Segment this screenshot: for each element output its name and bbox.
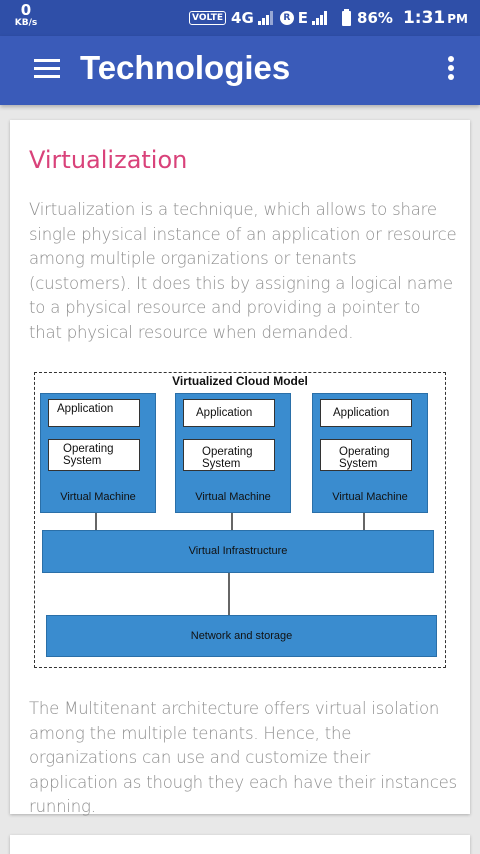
network-storage-bar: Network and storage [46, 615, 437, 657]
virtual-infrastructure-bar: Virtual Infrastructure [42, 530, 434, 573]
article-paragraph-1: Virtualization is a technique, which all… [29, 200, 457, 342]
clock-ampm: PM [447, 12, 468, 26]
connector-line [228, 573, 230, 615]
virtual-machine-label: Virtual Machine [195, 491, 271, 503]
clock-time: 1:31 [402, 8, 446, 28]
article-title: Virtualization [29, 146, 188, 174]
network-speed-value: 0 [20, 1, 32, 19]
signal-1-icon [257, 11, 274, 25]
volte-icon: VOLTE [189, 11, 227, 25]
application-box: Application [183, 399, 275, 427]
network-type-1: 4G [231, 9, 254, 27]
battery-icon [342, 8, 352, 26]
connector-line [231, 513, 233, 531]
app-bar: Technologies [0, 36, 480, 105]
article-paragraph-2: The Multitenant architecture offers virt… [29, 699, 457, 816]
network-speed: 0 KB/s [9, 3, 43, 28]
cloud-model-diagram: Virtualized Cloud Model Application Oper… [34, 372, 446, 668]
article-card: Virtualization Virtualization is a techn… [10, 120, 470, 816]
network-type-2: E [297, 9, 309, 27]
connector-line [95, 513, 97, 531]
operating-system-box: Operating System [320, 439, 412, 471]
signal-2-icon [312, 11, 328, 25]
app-title: Technologies [80, 49, 291, 86]
virtual-machine-box: Application Operating System Virtual Mac… [40, 393, 156, 513]
operating-system-box: Operating System [48, 439, 140, 471]
virtual-machine-box: Application Operating System Virtual Mac… [175, 393, 291, 513]
menu-icon[interactable] [34, 59, 60, 79]
operating-system-box: Operating System [183, 439, 275, 471]
virtual-machine-label: Virtual Machine [332, 491, 408, 503]
virtual-machine-label: Virtual Machine [60, 491, 136, 503]
next-card [10, 835, 470, 854]
virtual-machine-box: Application Operating System Virtual Mac… [312, 393, 428, 513]
overflow-menu-icon[interactable] [446, 56, 456, 86]
battery-percent: 86% [357, 9, 393, 27]
application-box: Application [48, 399, 140, 427]
application-box: Application [320, 399, 412, 427]
roaming-icon: R [279, 11, 294, 25]
connector-line [363, 513, 365, 531]
network-speed-unit: KB/s [14, 18, 38, 28]
diagram-title: Virtualized Cloud Model [172, 374, 308, 388]
